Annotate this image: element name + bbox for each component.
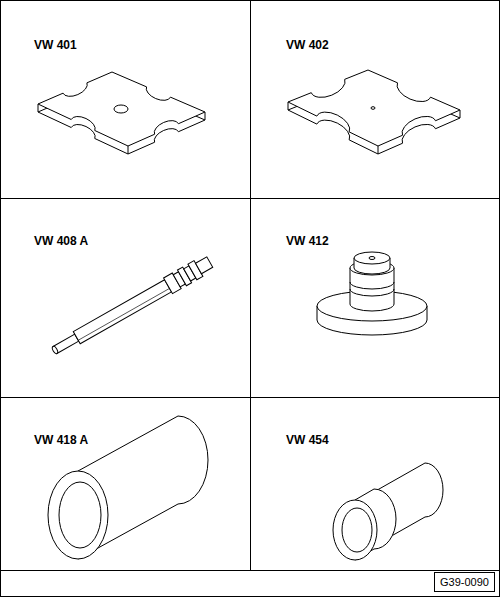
plate-edge <box>205 112 206 120</box>
tube-face <box>333 500 377 560</box>
tube-face <box>48 471 108 559</box>
tool-number: VW 454 <box>286 433 329 447</box>
tool-panel: VW 408 A <box>0 198 251 398</box>
plate-face <box>288 70 460 146</box>
thrust-plate <box>38 72 205 154</box>
shaft-shading <box>78 288 169 340</box>
drift-section <box>73 280 171 344</box>
figure-number: G39-0090 <box>440 575 489 589</box>
groove <box>350 282 394 289</box>
centre-hole <box>369 257 375 260</box>
tool-panel: VW 402 <box>250 0 500 199</box>
tool-number: VW 412 <box>286 234 329 248</box>
sleeve-collar <box>333 489 396 560</box>
plate-edge <box>38 104 39 112</box>
tube-bore <box>59 482 101 548</box>
tool-number: VW 401 <box>34 38 77 52</box>
tool-number: VW 418 A <box>34 433 88 447</box>
tool-panel: VW 454 <box>250 397 500 571</box>
tool-number: VW 408 A <box>34 234 88 248</box>
drift-tip <box>51 346 58 355</box>
plate-hole <box>371 107 375 110</box>
drift-tool <box>49 254 214 359</box>
cylinder-top <box>354 252 390 264</box>
groove <box>350 289 394 296</box>
thrust-plate <box>288 70 460 154</box>
plate-edge <box>460 110 461 118</box>
tube-bore <box>342 508 372 552</box>
plate-hole <box>114 105 128 113</box>
tool-number: VW 402 <box>286 38 329 52</box>
tool-panel: VW 418 A <box>0 397 251 571</box>
tool-panel: VW 412 <box>250 198 500 398</box>
press-piece <box>317 252 427 335</box>
tool-panel: VW 401 <box>0 0 251 199</box>
plate-edge <box>128 146 129 154</box>
plate-face <box>38 72 205 146</box>
figure-number-box: G39-0090 <box>434 572 495 592</box>
plate-edge <box>288 102 289 110</box>
plate-edge <box>378 146 379 154</box>
drift-section <box>196 257 213 274</box>
